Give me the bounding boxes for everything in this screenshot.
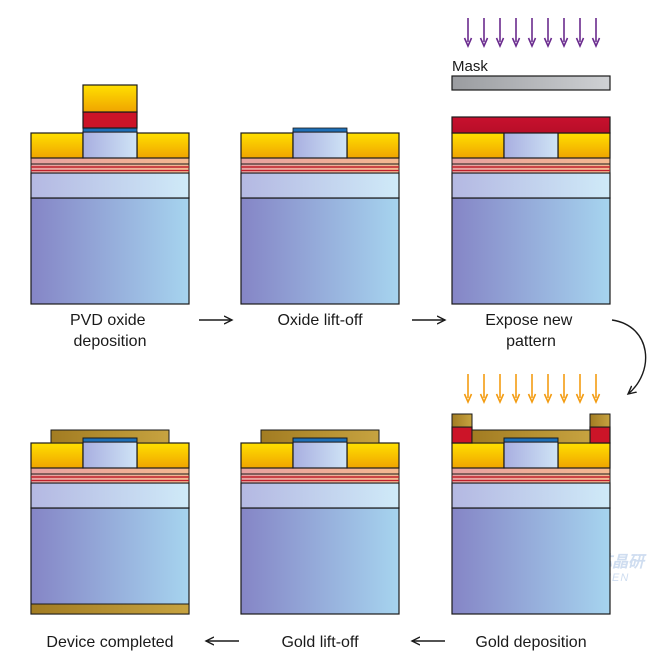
device-stack <box>240 127 400 305</box>
step-label-oxide-lift-off: Oxide lift-off <box>277 312 363 329</box>
device-stack <box>240 437 400 615</box>
step-expose-new-pattern <box>451 17 611 305</box>
photoresist-right <box>589 426 611 444</box>
gold-deposition-arrows <box>463 373 601 403</box>
step-label-gold-deposition: Gold deposition <box>475 634 586 651</box>
step-oxide-lift-off <box>240 127 400 305</box>
step-device-completed <box>30 429 190 615</box>
photoresist-layer <box>451 116 611 134</box>
gold-on-resist-left <box>451 413 473 428</box>
step-label-pvd-oxide-deposition: PVD oxide deposition <box>70 312 150 350</box>
gold-contact-layer <box>471 429 591 444</box>
gold-contact-layer <box>260 429 380 444</box>
photoresist-left <box>451 426 473 444</box>
mask <box>451 75 611 91</box>
step-gold-lift-off <box>240 429 400 615</box>
backside-gold-layer <box>30 603 190 615</box>
step-label-gold-lift-off: Gold lift-off <box>281 634 359 651</box>
device-stack <box>451 437 611 615</box>
step-label-expose-new-pattern: Expose new pattern <box>485 312 577 350</box>
device-stack <box>451 127 611 305</box>
mask-label: Mask <box>452 58 488 75</box>
uv-exposure-arrows <box>463 17 601 47</box>
flow-arrow-3-to-4 <box>611 319 647 394</box>
step-label-device-completed: Device completed <box>46 634 173 651</box>
photoresist-layer <box>82 111 138 129</box>
device-stack <box>30 127 190 305</box>
step-gold-deposition <box>451 373 611 615</box>
step-pvd-oxide-deposition <box>30 84 190 305</box>
oxide-cap <box>82 84 138 113</box>
device-stack <box>30 437 190 615</box>
gold-contact-layer <box>50 429 170 444</box>
gold-on-resist-right <box>589 413 611 428</box>
